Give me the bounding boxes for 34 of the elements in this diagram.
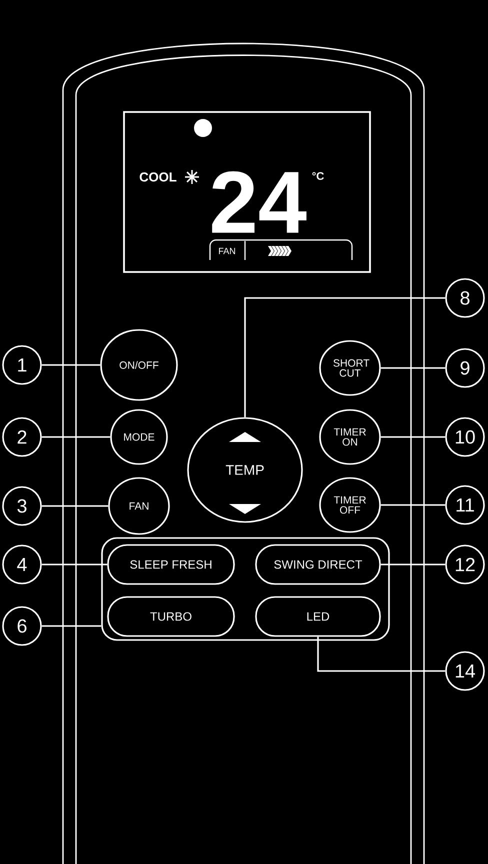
leader-line <box>42 505 108 507</box>
leader-line <box>42 564 108 566</box>
leader-line <box>42 364 100 366</box>
leader-line <box>380 367 446 369</box>
pill-button: SWING DIRECT <box>255 544 381 585</box>
round-button: SHORT CUT <box>319 340 381 396</box>
leader-line <box>42 625 102 627</box>
round-button: ON/OFF <box>100 329 178 401</box>
callout-number: 10 <box>445 417 485 457</box>
button-group-outline <box>101 537 390 641</box>
callout-number: 9 <box>445 348 485 388</box>
round-button: FAN <box>108 477 170 535</box>
callout-number: 3 <box>2 486 42 526</box>
round-button: MODE <box>110 409 168 465</box>
leader-line <box>380 564 446 566</box>
callout-number: 14 <box>445 651 485 691</box>
leader-line <box>380 504 446 506</box>
callout-number: 11 <box>445 485 485 525</box>
callout-number: 8 <box>445 278 485 318</box>
pill-button: LED <box>255 596 381 637</box>
round-button: TIMER ON <box>319 409 381 465</box>
temp-button: TEMP <box>187 417 303 523</box>
callout-number: 2 <box>2 417 42 457</box>
callout-number: 6 <box>2 606 42 646</box>
leader-line <box>244 297 446 418</box>
callout-number: 1 <box>2 345 42 385</box>
round-button: TIMER OFF <box>319 477 381 533</box>
leader-line <box>42 436 110 438</box>
callout-number: 12 <box>445 544 485 584</box>
pill-button: SLEEP FRESH <box>107 544 235 585</box>
callout-number: 4 <box>2 544 42 584</box>
leader-line <box>380 436 446 438</box>
leader-line <box>317 636 446 672</box>
pill-button: TURBO <box>107 596 235 637</box>
